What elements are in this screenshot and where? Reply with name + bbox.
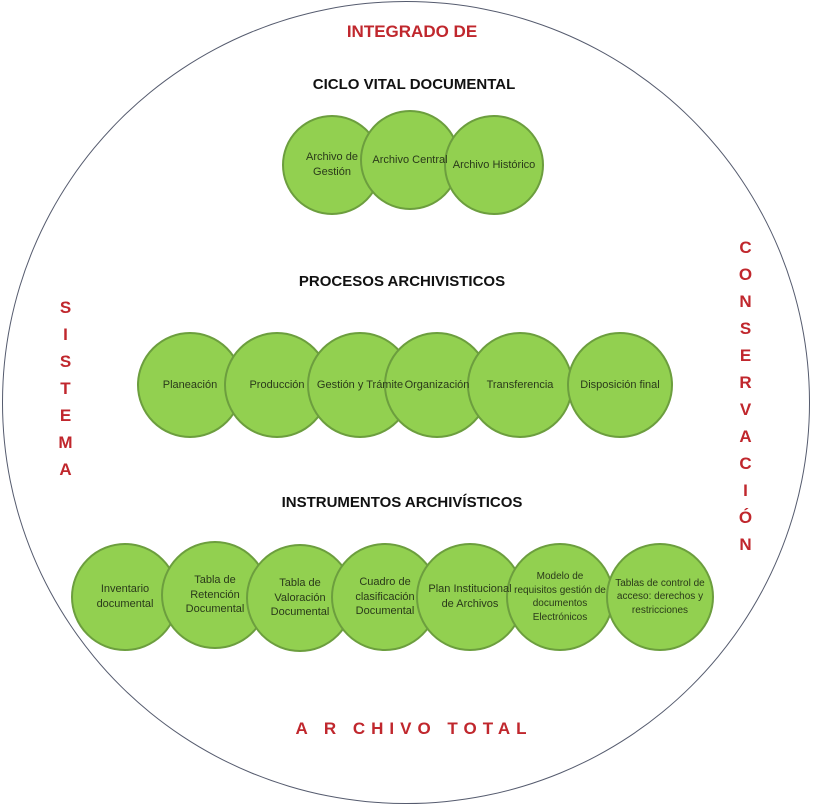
process-circle: Plan Institucional de Archivos [416,543,524,651]
section-title-ciclo: CICLO VITAL DOCUMENTAL [312,76,516,93]
circle-label: Plan Institucional de Archivos [428,583,512,610]
circle-label: Tablas de control de acceso: derechos y … [615,577,705,616]
circle-label: Tabla de Retención Documental [185,573,245,616]
process-circle: Tabla de Valoración Documental [246,544,354,652]
process-circle: Tablas de control de acceso: derechos y … [606,543,714,651]
circle-label: Archivo Central [372,153,448,166]
outer-circle [2,1,810,804]
process-circle: Archivo Central [360,110,460,210]
process-circle: Modelo de requisitos gestión de document… [506,543,614,651]
process-circle: Disposición final [567,332,673,438]
section-title-instrumentos: INSTRUMENTOS ARCHIVÍSTICOS [281,494,523,511]
process-circle: Organización [384,332,490,438]
circle-label: Gestión y Trámite [316,378,404,391]
circle-label: Cuadro de clasificación Documental [355,575,415,618]
circle-label: Organización [404,378,470,391]
circle-label: Planeación [162,378,218,391]
process-circle: Archivo Histórico [444,115,544,215]
process-circle: Gestión y Trámite [307,332,413,438]
top-label: INTEGRADO DE [346,22,478,41]
process-circle: Transferencia [467,332,573,438]
circle-label: Archivo de Gestión [306,151,358,178]
circle-label: Disposición final [580,378,660,391]
process-circle: Cuadro de clasificación Documental [331,543,439,651]
section-title-procesos: PROCESOS ARCHIVISTICOS [298,273,506,290]
process-circle: Archivo de Gestión [282,115,382,215]
circle-label: Archivo Histórico [452,158,536,171]
bottom-label: A R CHIVO TOTAL [295,719,533,738]
circle-label: Modelo de requisitos gestión de document… [514,571,606,623]
circle-label: Producción [249,378,305,391]
right-label: CONSERVACIÓN [736,238,755,562]
circle-label: Inventario documental [96,583,154,610]
process-circle: Tabla de Retención Documental [161,541,269,649]
left-label: SISTEMA [56,298,75,487]
circle-label: Transferencia [486,378,554,391]
circle-label: Tabla de Valoración Documental [270,576,330,619]
process-circle: Inventario documental [71,543,179,651]
